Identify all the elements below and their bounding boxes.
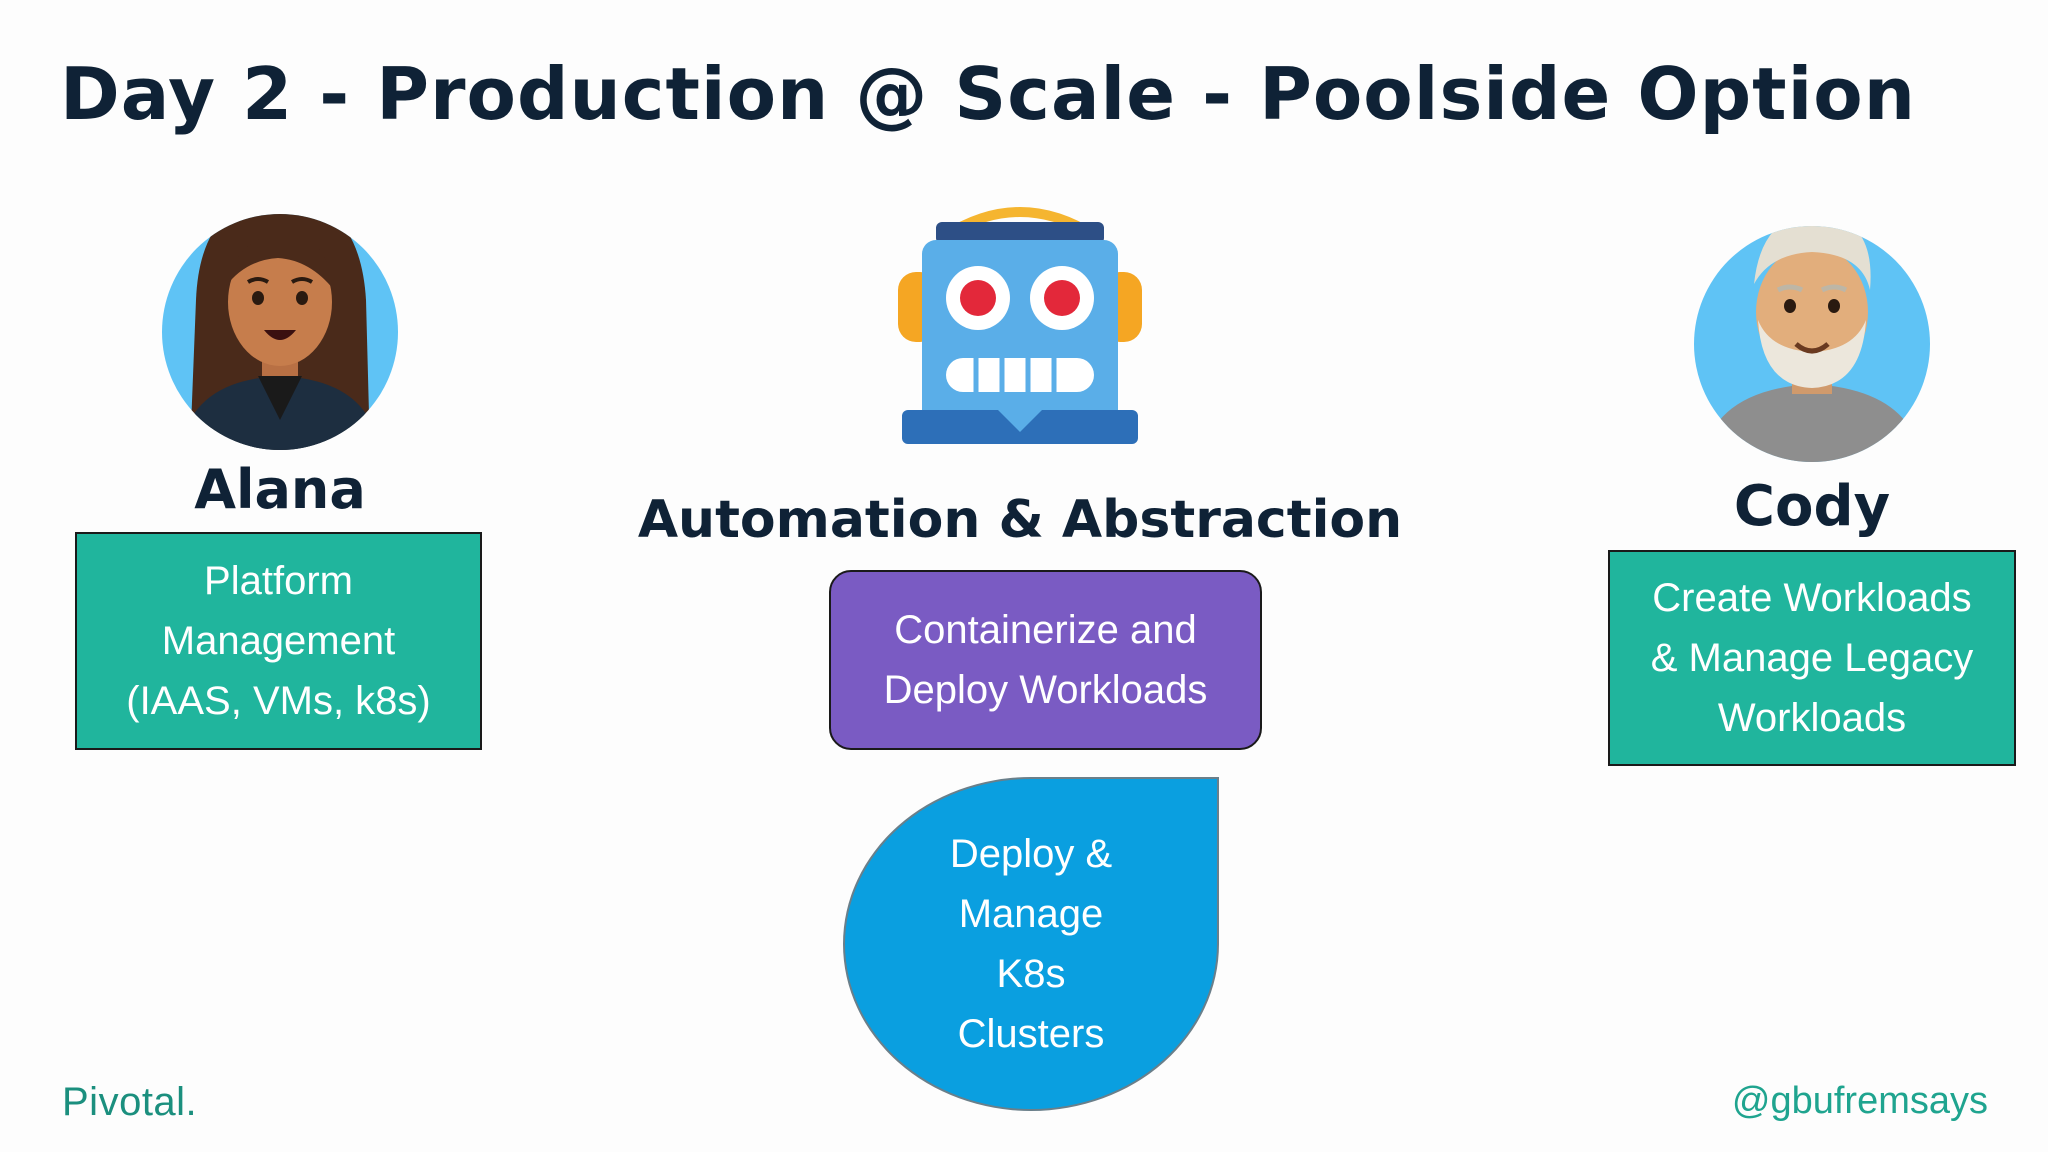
box-line: Platform [204,559,353,603]
create-workloads-box: Create Workloads & Manage Legacy Workloa… [1608,550,2016,766]
box-line: Manage [958,892,1104,936]
slide-title: Day 2 - Production @ Scale - Poolside Op… [60,52,1916,136]
platform-management-box: Platform Management (IAAS, VMs, k8s) [75,532,482,750]
robot-icon [898,207,1142,444]
box-line: & Manage Legacy [1650,636,1974,680]
woman-avatar-icon [162,214,398,450]
box-line: (IAAS, VMs, k8s) [126,679,431,723]
box-line: Containerize and [894,608,1197,652]
automation-heading: Automation & Abstraction [637,490,1403,550]
box-line: Clusters [957,1012,1105,1056]
box-line: Workloads [1717,696,1907,740]
persona-name-alana: Alana [194,458,366,521]
box-line: K8s [996,952,1066,996]
box-line: Deploy Workloads [883,668,1208,712]
man-avatar-icon [1694,226,1930,462]
box-line: Create Workloads [1652,576,1972,620]
box-line: Deploy & [949,832,1113,876]
persona-name-cody: Cody [1733,474,1891,539]
twitter-handle: @gbufremsays [1731,1080,1988,1122]
pivotal-logo: Pivotal. [62,1080,198,1124]
containerize-box: Containerize and Deploy Workloads [829,570,1262,750]
deploy-manage-k8s-drop: Deploy & Manage K8s Clusters [843,777,1219,1111]
box-line: Management [161,619,396,663]
